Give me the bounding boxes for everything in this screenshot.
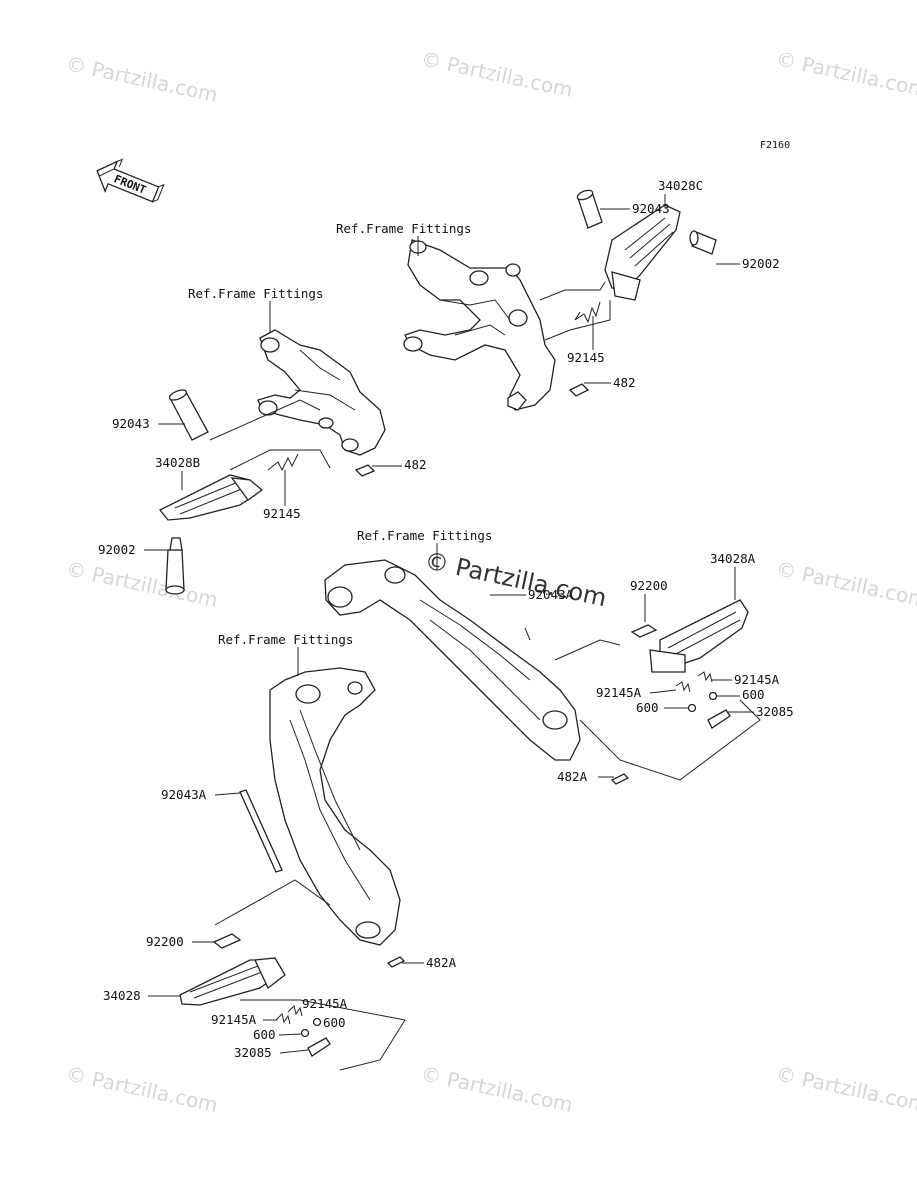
part-label-482A-right: 482A	[557, 769, 588, 784]
pin-32085-right	[707, 709, 731, 729]
washer-92200-left	[212, 933, 242, 949]
part-label-34028: 34028	[103, 988, 141, 1003]
ball-600-left-1	[312, 1017, 322, 1027]
washer-482A-right	[610, 773, 630, 785]
center-long-bracket	[324, 559, 761, 785]
part-label-92002-left: 92002	[98, 542, 136, 557]
center-watermark: © Partzilla.com	[422, 546, 609, 612]
upper-right-bracket	[403, 189, 717, 411]
ball-600-right-1	[708, 691, 718, 701]
washer-482-left	[354, 464, 376, 477]
spring-92145A-right-2	[675, 681, 691, 693]
part-label-92145A-right-1: 92145A	[734, 672, 780, 687]
front-arrow-icon: FRONT	[96, 158, 165, 203]
center-watermark-text: © Partzilla.com	[422, 546, 609, 612]
part-label-92145A-left-2: 92145A	[211, 1012, 257, 1027]
part-label-92043A-center: 92043A	[528, 587, 574, 602]
spring-92145A-right-1	[697, 671, 713, 683]
bolt-92043A-left	[239, 789, 283, 873]
diagram-code: F2160	[760, 140, 790, 151]
washer-482-right	[568, 383, 590, 397]
lower-long-bracket	[179, 667, 406, 1071]
spring-92145A-left-2	[275, 1013, 291, 1025]
ref-label-1: Ref.Frame Fittings	[336, 221, 471, 236]
part-label-482A-left: 482A	[426, 955, 457, 970]
part-label-92043-right: 92043	[632, 201, 670, 216]
part-label-600-right-1: 600	[742, 687, 765, 702]
pin-92043-right	[576, 189, 603, 229]
ref-label-4: Ref.Frame Fittings	[218, 632, 353, 647]
spring-92145-left	[267, 453, 299, 472]
part-label-92043A-left: 92043A	[161, 787, 207, 802]
part-label-92043-left: 92043	[112, 416, 150, 431]
upper-left-bracket	[158, 329, 386, 595]
spring-92145-right	[574, 301, 601, 324]
watermark: © Partzilla.com	[774, 556, 917, 612]
ref-label-2: Ref.Frame Fittings	[188, 286, 323, 301]
part-label-92002-right: 92002	[742, 256, 780, 271]
pin-32085-left	[307, 1037, 331, 1057]
part-label-600-left-1: 600	[323, 1015, 346, 1030]
spring-92145A-left-1	[287, 1005, 303, 1017]
watermark: © Partzilla.com	[64, 1061, 220, 1117]
pin-92002-right	[689, 230, 717, 255]
part-label-32085-right: 32085	[756, 704, 794, 719]
part-label-600-right-2: 600	[636, 700, 659, 715]
part-label-92145-left: 92145	[263, 506, 301, 521]
watermark: © Partzilla.com	[64, 51, 220, 107]
part-label-482-right: 482	[613, 375, 636, 390]
washer-482A-left	[386, 956, 406, 968]
footpeg-34028A	[649, 599, 749, 673]
part-label-32085-left: 32085	[234, 1045, 272, 1060]
part-label-92145A-left-1: 92145A	[302, 996, 348, 1011]
ball-600-left-2	[300, 1028, 310, 1038]
part-label-600-left-2: 600	[253, 1027, 276, 1042]
ref-label-3: Ref.Frame Fittings	[357, 528, 492, 543]
part-labels: 92043 34028C 92002 92145 482 92043 34028…	[98, 178, 794, 1060]
part-label-92200-right: 92200	[630, 578, 668, 593]
part-label-92145-right: 92145	[567, 350, 605, 365]
pin-92043-left	[168, 389, 209, 441]
washer-92200-right	[630, 624, 658, 638]
part-label-34028A: 34028A	[710, 551, 756, 566]
footpeg-34028C	[604, 204, 681, 301]
watermark: © Partzilla.com	[774, 1061, 917, 1117]
footpeg-34028	[179, 957, 286, 1006]
footpeg-34028B	[158, 474, 264, 521]
ref-labels: Ref.Frame Fittings Ref.Frame Fittings Re…	[188, 221, 492, 676]
part-label-92200-left: 92200	[146, 934, 184, 949]
part-label-34028B: 34028B	[155, 455, 200, 470]
watermark: © Partzilla.com	[419, 46, 575, 102]
watermark: © Partzilla.com	[419, 1061, 575, 1117]
pin-92002-left	[165, 537, 185, 595]
ball-600-right-2	[687, 703, 697, 713]
part-label-92145A-right-2: 92145A	[596, 685, 642, 700]
part-label-34028C: 34028C	[658, 178, 703, 193]
watermark: © Partzilla.com	[774, 46, 917, 102]
watermark: © Partzilla.com	[64, 556, 220, 612]
part-label-482-left: 482	[404, 457, 427, 472]
